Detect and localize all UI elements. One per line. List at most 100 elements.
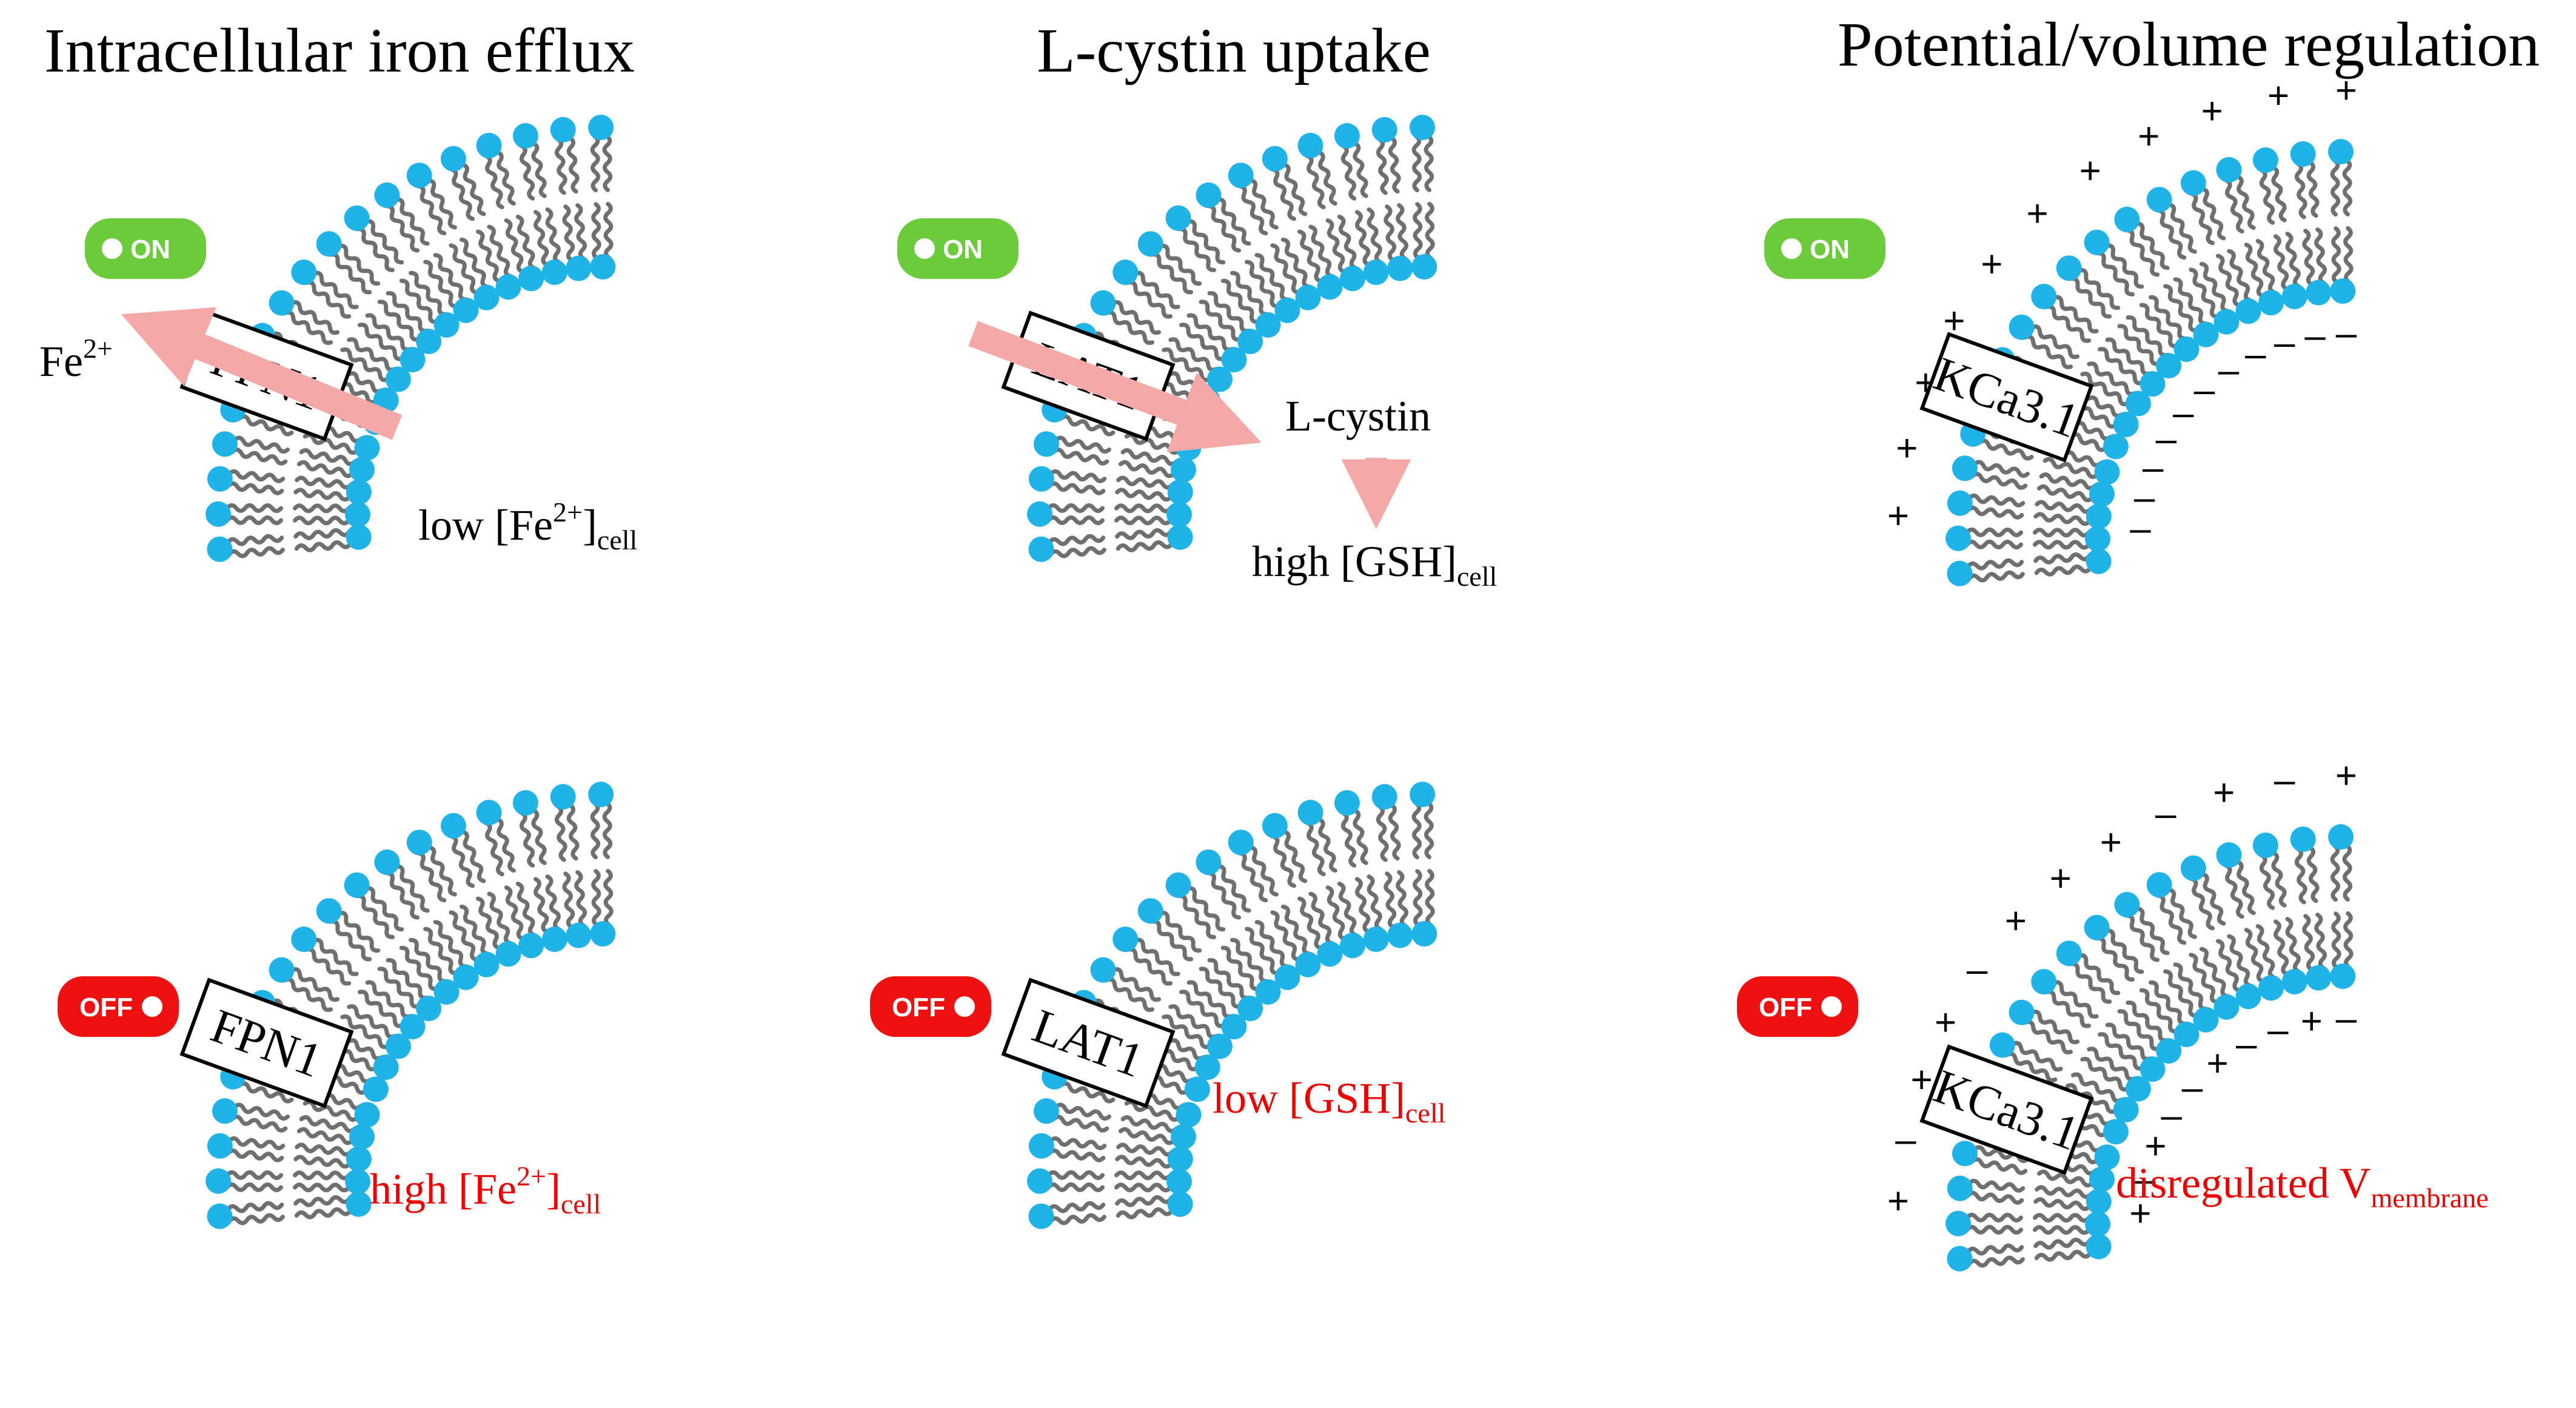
charge-plus: + xyxy=(1887,1180,1909,1222)
lipid-head xyxy=(453,964,479,990)
charge-plus: + xyxy=(2335,70,2357,112)
lipid-head xyxy=(316,898,342,924)
charge-minus: – xyxy=(2336,997,2357,1039)
lipid-head xyxy=(2281,969,2307,994)
lipid-head xyxy=(2086,503,2112,529)
lipid-head xyxy=(1274,297,1300,323)
lipid-head xyxy=(2252,833,2278,858)
charge-minus: – xyxy=(2274,322,2295,364)
lipid-head xyxy=(2328,824,2354,850)
lipid-head xyxy=(354,435,380,461)
state-label-high-fe: high [Fe2+]cell xyxy=(370,1161,601,1219)
membrane-charges-off: +–++–+++–+–++–+––+––+– xyxy=(1887,755,2357,1235)
lipid-head xyxy=(346,479,372,505)
lipid-head xyxy=(1410,115,1436,141)
lipid-head xyxy=(2156,353,2182,379)
protein-kca31-off: KCa3.1 xyxy=(1919,1044,2094,1175)
lipid-head xyxy=(2056,255,2082,281)
lipid-head xyxy=(2258,975,2284,1001)
lipid-head xyxy=(2173,336,2200,362)
lipid-head xyxy=(2146,187,2172,213)
charge-plus: + xyxy=(2026,193,2048,235)
charge-plus: + xyxy=(2144,1125,2166,1167)
lipid-head xyxy=(1028,1133,1054,1159)
toggle-on-icon: ON xyxy=(897,218,1019,279)
lipid-head xyxy=(2281,284,2307,309)
toggle-label: ON xyxy=(1810,235,1850,264)
lipid-head xyxy=(2213,309,2240,335)
charge-minus: – xyxy=(2134,477,2155,518)
lipid-head xyxy=(590,254,616,280)
lipid-head xyxy=(1255,979,1281,1005)
lipid-head xyxy=(1194,1054,1220,1080)
lipid-head xyxy=(453,297,479,323)
lipid-head xyxy=(373,1054,399,1080)
lipid-head xyxy=(2290,141,2316,167)
lipid-head xyxy=(1363,927,1389,952)
lipid-head xyxy=(2094,1144,2120,1170)
lipid-head xyxy=(495,274,521,300)
lipid-head xyxy=(1945,1210,1971,1236)
lipid-head xyxy=(344,872,370,898)
lipid-head xyxy=(1387,255,1413,281)
lipid-head xyxy=(1262,146,1288,172)
charge-plus: + xyxy=(2129,1193,2151,1235)
lipid-head xyxy=(476,800,502,825)
lipid-head xyxy=(346,1191,372,1217)
state-label-high-gsh: high [GSH]cell xyxy=(1252,537,1497,592)
lipid-head xyxy=(2306,280,2332,306)
toggle-label: OFF xyxy=(892,993,945,1022)
charge-minus: – xyxy=(2236,1024,2257,1065)
lipid-head xyxy=(518,933,544,959)
charge-minus: – xyxy=(2130,508,2151,549)
lipid-head xyxy=(2114,891,2140,917)
lipid-head xyxy=(2328,139,2354,165)
lipid-head xyxy=(541,927,567,952)
toggle-label: OFF xyxy=(79,993,133,1022)
charge-minus: – xyxy=(2267,1009,2289,1051)
lipid-head xyxy=(2252,147,2278,173)
charge-minus: – xyxy=(1967,948,1988,990)
lipid-head xyxy=(416,996,442,1022)
lipid-head xyxy=(374,182,400,208)
arrow-icon xyxy=(968,321,1262,452)
lipid-head xyxy=(590,921,616,947)
charge-minus: – xyxy=(1895,1119,1916,1161)
lipid-head xyxy=(1989,1032,2015,1058)
lipid-head xyxy=(2146,872,2172,898)
lipid-head xyxy=(2113,412,2139,437)
lipid-head xyxy=(2031,969,2057,994)
charge-minus: – xyxy=(2155,793,2176,835)
lipid-head xyxy=(1340,266,1365,292)
lipid-head xyxy=(1274,964,1300,990)
lipid-head xyxy=(2084,229,2110,255)
lipid-head xyxy=(2139,1056,2166,1082)
lipid-head xyxy=(1295,284,1321,310)
lipid-head xyxy=(346,1146,372,1172)
lipid-bilayer-iron-off xyxy=(206,782,616,1229)
lipid-head xyxy=(207,1203,233,1229)
lipid-head xyxy=(2173,1021,2200,1047)
lipid-head xyxy=(269,957,295,983)
charge-plus: + xyxy=(2079,150,2101,192)
lipid-head xyxy=(1176,1102,1202,1128)
state-label-vmembrane: disregulated Vmembrane xyxy=(2116,1159,2489,1213)
toggle-on-icon: ON xyxy=(1764,218,1885,279)
lipid-head xyxy=(1295,951,1321,977)
lipid-head xyxy=(541,260,567,285)
lipid-head xyxy=(345,1168,370,1195)
lipid-head xyxy=(1196,182,1222,208)
lipid-head xyxy=(440,813,466,839)
title-cystin-uptake: L-cystin uptake xyxy=(1037,16,1431,85)
lipid-head xyxy=(206,1168,231,1194)
lipid-head xyxy=(473,951,500,977)
lipid-head xyxy=(1945,525,1971,551)
lipid-head xyxy=(588,782,614,808)
lipid-head xyxy=(550,784,576,810)
lipid-head xyxy=(1387,922,1413,948)
lipid-head xyxy=(291,927,317,952)
lipid-head xyxy=(385,1033,411,1059)
lipid-head xyxy=(433,979,460,1005)
state-label-low-fe: low [Fe2+]cell xyxy=(418,497,637,555)
